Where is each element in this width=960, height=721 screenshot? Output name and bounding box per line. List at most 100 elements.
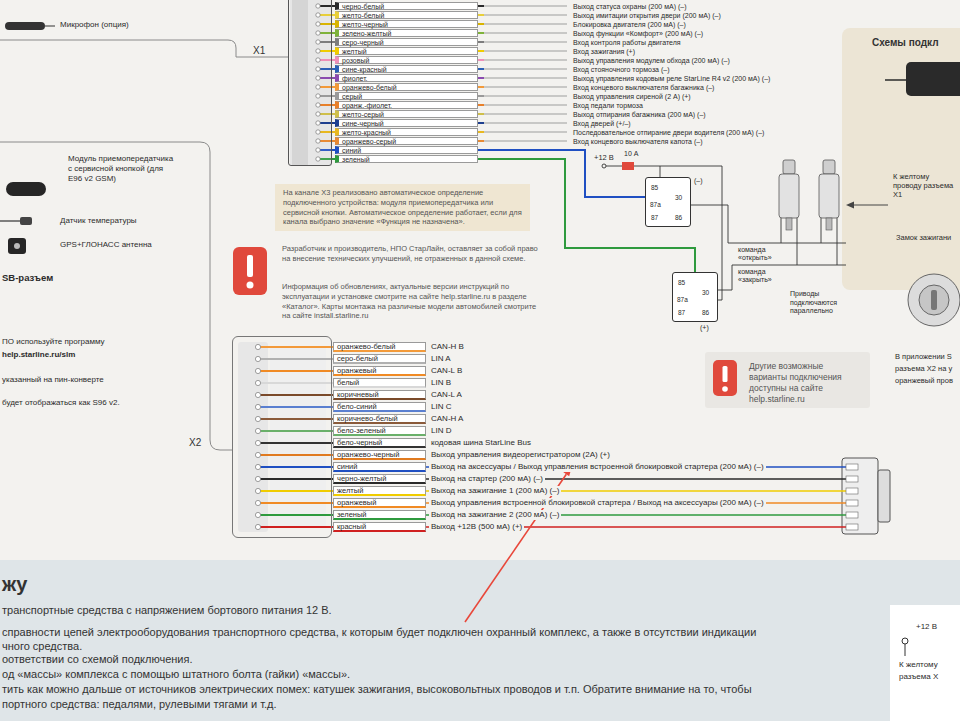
note-box: На канале X3 реализовано автоматическое … — [275, 184, 530, 231]
function-label: CAN-H A — [429, 414, 465, 424]
sensor-cable — [0, 220, 20, 221]
connector-slot — [846, 488, 858, 494]
warning-box: Разработчик и производитель, НПО СтарЛай… — [228, 240, 543, 328]
leader-line — [484, 33, 567, 34]
microphone-cable — [45, 26, 55, 27]
function-label: Вход концевого выключателя багажника (–) — [571, 83, 716, 92]
leader-line — [484, 42, 567, 43]
actuator-wire — [781, 218, 782, 243]
panel-heading: Схемы подкл — [872, 37, 939, 49]
function-label: Выход на стартер (200 мА) (–) — [429, 474, 545, 484]
function-label: Выход управления кодовым реле StarLine R… — [571, 74, 772, 83]
part-label: Модуль приемопередатчика с сервисной кно… — [68, 154, 178, 184]
ignition-lock — [919, 285, 949, 315]
pin — [255, 452, 260, 457]
wire-color-label: оранжево-белый — [335, 83, 478, 91]
function-label: Выход отпирания багажника (200 мА) (–) — [571, 110, 708, 119]
function-label: Последовательное отпирание двери водител… — [571, 128, 766, 137]
wire-color-label: сине-черный — [335, 119, 478, 127]
alarm-unit-cable — [885, 79, 906, 81]
polarity-label: (+) — [700, 324, 709, 332]
connector-x1: X1 — [288, 0, 332, 166]
wire-color-label: желто-черный — [335, 20, 478, 28]
part-label: Датчик температуры — [60, 216, 137, 226]
instruction-line: справности цепей электрооборудования тра… — [2, 626, 756, 639]
wire-color-label: оранжево-серый — [335, 137, 478, 145]
wire-color-label: зеленый — [333, 510, 426, 520]
command-wire — [718, 265, 846, 290]
wire-color-label: желто-серый — [335, 110, 478, 118]
wire-color-label: желто-белый — [335, 11, 478, 19]
wire-color-label: серый — [335, 92, 478, 100]
pin — [316, 22, 320, 26]
note-label: будет отображаться как S96 v2. — [2, 398, 120, 408]
function-label: Выход на аксессуары / Выход управления в… — [429, 462, 766, 472]
command-label: команда «открыть» — [738, 246, 790, 262]
leader-line — [484, 114, 567, 115]
function-label: Вход зажигания (+) — [571, 47, 637, 56]
warning-text: Информация об обновлениях, актуальные ве… — [282, 282, 540, 321]
part-label: Микрофон (опция) — [60, 20, 129, 30]
pin — [316, 49, 320, 53]
door-actuator — [819, 160, 839, 265]
warning-icon-body — [233, 247, 267, 295]
power-wire — [660, 166, 661, 177]
pin — [316, 13, 320, 17]
power-wire — [905, 644, 906, 656]
note-label: К желтому — [897, 660, 940, 670]
actuator-wire — [821, 218, 822, 243]
instruction-line: оответствии со схемой подключения. — [2, 653, 193, 666]
wire-color-label: оранжево-белый — [333, 342, 426, 352]
wire — [258, 526, 334, 528]
pin — [316, 4, 320, 8]
warning-icon-dot — [722, 386, 728, 392]
pin — [316, 85, 320, 89]
pin-number: 85 — [678, 279, 685, 287]
connector-slot — [846, 524, 858, 530]
leader-line — [484, 105, 567, 106]
pointer-arrowhead — [846, 202, 854, 209]
microphone-icon — [5, 22, 45, 30]
pin-number: 30 — [675, 194, 682, 202]
connector-slot — [846, 476, 858, 482]
pin — [255, 488, 260, 493]
warning-icon — [233, 247, 267, 295]
pin-number: 86 — [702, 309, 709, 317]
function-label: LIN B — [429, 378, 453, 388]
relay: 853087a8786 — [645, 177, 691, 227]
leader-line — [484, 69, 567, 70]
pin — [316, 121, 320, 125]
wire — [258, 430, 334, 432]
door-actuator — [779, 160, 799, 265]
wire — [258, 382, 334, 384]
leader-line — [484, 51, 567, 52]
wire-color-label: черно-белый — [335, 2, 478, 10]
function-label: Выход управления модулем обхода (200 мА)… — [571, 56, 732, 65]
function-label: Выход управления видеорегистратором (2А)… — [429, 450, 612, 460]
pin — [316, 58, 320, 62]
voltage-label: +12 В — [914, 622, 939, 632]
info-ground — [705, 352, 870, 408]
function-label: CAN-H B — [429, 342, 466, 352]
wire-color-label: коричнево-белый — [333, 414, 426, 424]
polarity-label: (–) — [694, 177, 703, 185]
note-label: ПО используйте программу — [2, 337, 105, 347]
pin — [316, 157, 320, 161]
function-label: Выход имитации открытия двери (200 мА) (… — [571, 11, 723, 20]
function-label: LIN D — [429, 426, 453, 436]
actuator-cap — [783, 160, 795, 174]
pin — [316, 148, 320, 152]
instruction-line: портного средства: педалями, рулевыми тя… — [2, 698, 277, 711]
connector-name: X2 — [189, 437, 201, 449]
pin — [255, 380, 260, 385]
pin-number: 87a — [650, 201, 661, 209]
wire — [258, 358, 334, 360]
relay: 853087a8786 — [672, 272, 718, 322]
panel-note: К желтому проводу разъема X1 — [893, 172, 957, 199]
function-label: Выход статуса охраны (200 мА) (–) — [571, 2, 689, 11]
pin-number: 86 — [675, 214, 682, 222]
leader-line — [484, 60, 567, 61]
pin — [255, 524, 260, 529]
wire — [258, 346, 334, 348]
wire-color-label: оранжево-черный — [333, 450, 426, 460]
